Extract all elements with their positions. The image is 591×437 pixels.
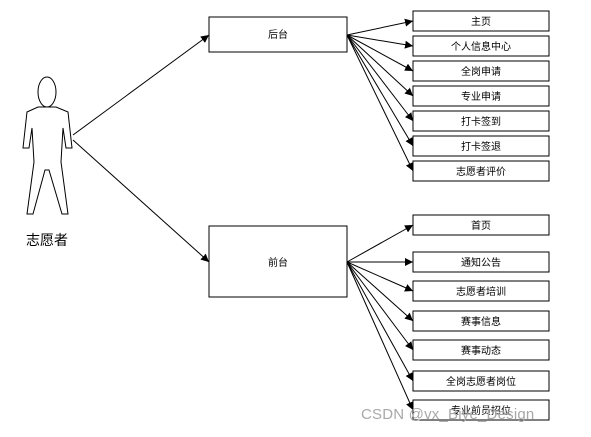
backend-label: 后台 [268, 28, 288, 41]
backend-item-box [412, 10, 550, 32]
frontend-item-box [412, 370, 550, 392]
actor-body [22, 106, 73, 215]
backend-arrow-2 [346, 34, 414, 72]
backend-item-label: 全岗申请 [461, 65, 501, 78]
actor-to-frontend-arrow [72, 139, 210, 263]
actor-figure [22, 76, 73, 215]
actor-label: 志愿者 [26, 233, 68, 249]
backend-arrow-0 [346, 18, 414, 36]
frontend-item-label: 首页 [471, 219, 491, 232]
actor-to-backend-arrow [72, 34, 210, 136]
backend-item-box [412, 110, 550, 132]
frontend-arrow-3 [346, 261, 414, 322]
backend-item-box [412, 35, 550, 57]
backend-arrow-4 [346, 34, 414, 122]
frontend-item-box [412, 399, 550, 421]
frontend-label: 前台 [268, 256, 288, 269]
backend-arrow-3 [346, 34, 414, 97]
watermark-text: CSDN @vx_Biye_Design [361, 406, 535, 423]
backend-arrow-6 [346, 34, 414, 172]
frontend-arrow-6 [346, 261, 414, 411]
frontend-arrow-2 [346, 261, 414, 292]
backend-item-box [412, 160, 550, 182]
frontend-item-box [412, 251, 550, 273]
frontend-item-label: 专业前员招位 [451, 404, 511, 417]
frontend-item-label: 全岗志愿者岗位 [446, 375, 516, 388]
backend-item-label: 打卡签退 [461, 140, 501, 153]
frontend-box [208, 225, 348, 298]
backend-item-label: 个人信息中心 [451, 40, 511, 53]
frontend-arrow-0 [346, 224, 414, 263]
backend-item-box [412, 135, 550, 157]
frontend-item-label: 通知公告 [461, 256, 501, 269]
backend-item-label: 专业申请 [461, 90, 501, 103]
backend-item-box [412, 85, 550, 107]
backend-item-box [412, 60, 550, 82]
frontend-item-box [412, 310, 550, 332]
backend-box [208, 16, 348, 53]
connector-lines [72, 18, 414, 411]
frontend-item-box [412, 339, 550, 361]
backend-item-label: 主页 [471, 16, 491, 28]
backend-arrow-5 [346, 34, 414, 147]
frontend-item-box [412, 214, 550, 236]
backend-item-label: 志愿者评价 [456, 165, 506, 178]
frontend-item-box [412, 280, 550, 302]
actor-head [37, 76, 57, 108]
frontend-arrow-4 [346, 261, 414, 351]
frontend-item-label: 赛事动态 [461, 344, 501, 357]
backend-item-label: 打卡签到 [461, 115, 501, 128]
backend-arrow-1 [346, 34, 414, 49]
frontend-item-label: 赛事信息 [461, 315, 501, 328]
frontend-arrow-5 [346, 261, 414, 382]
frontend-item-label: 志愿者培训 [456, 285, 506, 298]
